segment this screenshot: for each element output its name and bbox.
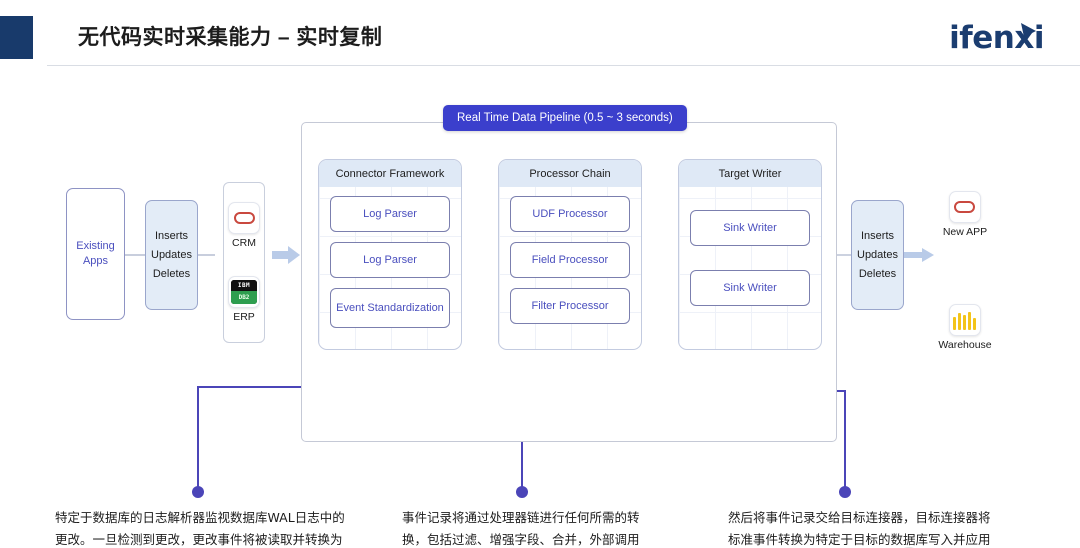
target-system-warehouse-label: Warehouse xyxy=(938,339,992,351)
oracle-oval-icon xyxy=(948,191,981,223)
target-system-new-app[interactable]: New APP xyxy=(943,191,987,238)
source-systems-group: CRM IBM DB2 ERP xyxy=(223,182,265,343)
target-op-updates: Updates xyxy=(857,249,898,261)
existing-apps-label: Existing Apps xyxy=(76,240,115,267)
node-log-parser-1[interactable]: Log Parser xyxy=(330,196,450,232)
target-system-new-app-label: New APP xyxy=(942,226,988,238)
brand-logo-text: ifenxi xyxy=(949,20,1044,56)
db2-icon-top-label: IBM xyxy=(231,280,257,292)
target-systems-group: New APP Warehouse xyxy=(928,191,1002,351)
stage-processor-chain-title: Processor Chain xyxy=(499,160,641,187)
source-system-erp[interactable]: IBM DB2 ERP xyxy=(228,276,260,323)
diagram-canvas: Existing Apps Inserts Updates Deletes CR… xyxy=(0,69,1080,548)
node-udf-processor[interactable]: UDF Processor xyxy=(510,196,630,232)
node-field-processor[interactable]: Field Processor xyxy=(510,242,630,278)
source-op-updates: Updates xyxy=(151,249,192,261)
source-system-crm-label: CRM xyxy=(232,236,256,249)
callout-text-3: 然后将事件记录交给目标连接器，目标连接器将标准事件转换为特定于目标的数据库写入并… xyxy=(728,510,991,547)
stage-target-writer[interactable]: Target Writer Sink Writer Sink Writer xyxy=(678,159,822,350)
target-system-warehouse[interactable]: Warehouse xyxy=(938,304,992,351)
pipeline-badge: Real Time Data Pipeline (0.5 ~ 3 seconds… xyxy=(443,105,687,131)
stage-connector-framework-title: Connector Framework xyxy=(319,160,461,187)
stage-target-writer-title: Target Writer xyxy=(679,160,821,187)
stage-processor-chain[interactable]: Processor Chain UDF Processor Field Proc… xyxy=(498,159,642,350)
stage-grid-bg xyxy=(679,160,821,349)
source-op-deletes: Deletes xyxy=(152,268,191,280)
source-system-erp-label: ERP xyxy=(233,311,255,324)
node-log-parser-2[interactable]: Log Parser xyxy=(330,242,450,278)
target-op-deletes: Deletes xyxy=(858,268,897,280)
header-accent-bar xyxy=(0,16,33,59)
callout-text-2: 事件记录将通过处理器链进行任何所需的转换，包括过滤、增强字段、合并，外部调用等。 xyxy=(402,510,640,547)
ibm-db2-icon: IBM DB2 xyxy=(228,276,260,309)
node-sink-writer-1[interactable]: Sink Writer xyxy=(690,210,810,246)
source-operations-panel[interactable]: Inserts Updates Deletes xyxy=(145,200,198,310)
callout-dot-2 xyxy=(516,486,528,498)
header-divider xyxy=(47,65,1080,66)
logo-arrow-icon xyxy=(1021,23,1036,37)
stage-connector-framework[interactable]: Connector Framework Log Parser Log Parse… xyxy=(318,159,462,350)
source-system-crm[interactable]: CRM xyxy=(228,201,260,249)
node-sink-writer-2[interactable]: Sink Writer xyxy=(690,270,810,306)
slide-header: 无代码实时采集能力 – 实时复制 ifenxi xyxy=(0,0,1080,69)
warehouse-bars-icon xyxy=(949,304,981,336)
target-op-inserts: Inserts xyxy=(860,230,894,242)
callout-dot-1 xyxy=(192,486,204,498)
page-title: 无代码实时采集能力 – 实时复制 xyxy=(78,26,383,49)
callout-dot-3 xyxy=(839,486,851,498)
arrow-source-to-pipeline xyxy=(272,246,300,264)
brand-logo: ifenxi xyxy=(912,16,1052,60)
node-filter-processor[interactable]: Filter Processor xyxy=(510,288,630,324)
db2-icon-bottom-label: DB2 xyxy=(231,291,257,305)
callout-text-1: 特定于数据库的日志解析器监视数据库WAL日志中的更改。一旦检测到更改，更改事件将… xyxy=(55,510,345,547)
oracle-oval-icon xyxy=(228,201,260,234)
target-operations-panel[interactable]: Inserts Updates Deletes xyxy=(851,200,904,310)
arrow-to-targets xyxy=(904,248,934,262)
source-op-inserts: Inserts xyxy=(154,230,188,242)
node-event-standardization[interactable]: Event Standardization xyxy=(330,288,450,328)
node-existing-apps[interactable]: Existing Apps xyxy=(66,188,125,320)
